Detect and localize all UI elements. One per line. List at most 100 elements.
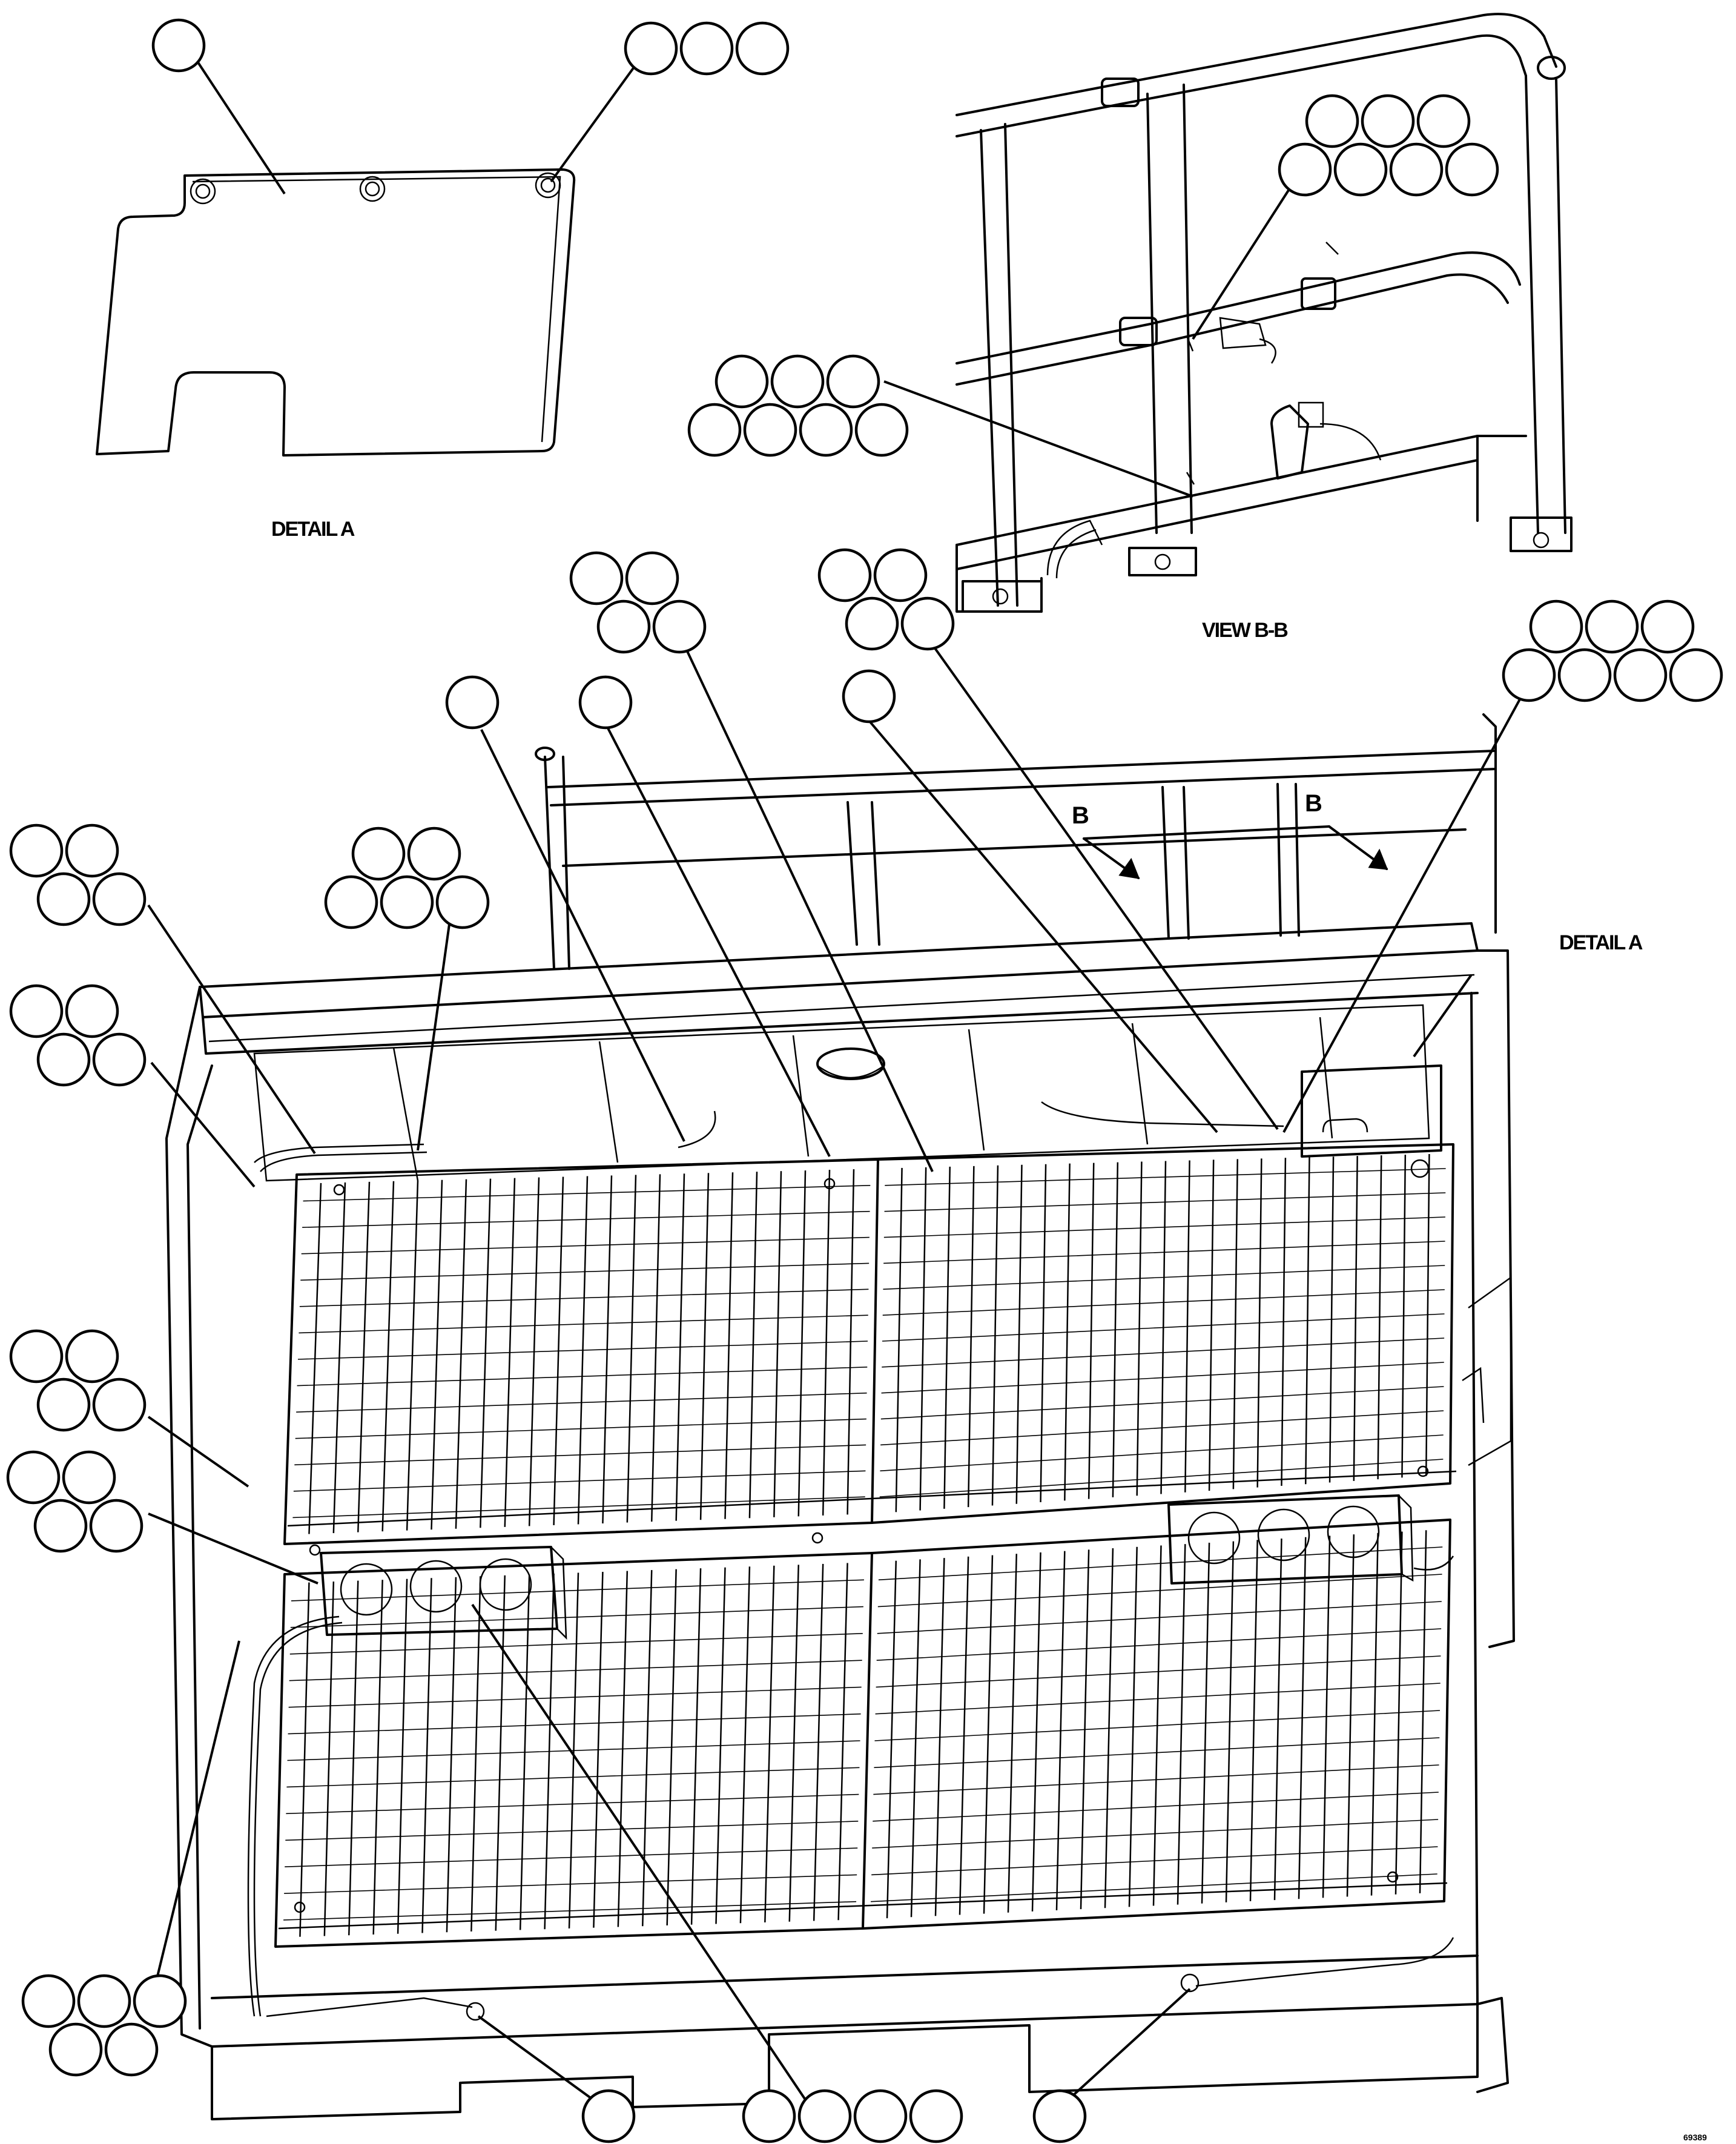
grille-bar — [880, 1386, 1444, 1420]
grille-bar — [880, 1410, 1444, 1446]
callout-balloon-view-bb-left — [799, 403, 853, 457]
grille-bar — [283, 1901, 857, 1921]
grille-bar — [881, 1362, 1444, 1394]
callout-balloon-bottom-2 — [742, 2089, 796, 2143]
callout-balloon-view-bb-left — [770, 354, 825, 409]
callout-balloon-top-b — [900, 596, 955, 651]
callout-balloon-top-a — [596, 599, 651, 654]
grille-bar — [295, 1418, 866, 1439]
callout-balloon-left-3 — [65, 984, 119, 1038]
callout-balloon-top-a — [569, 551, 624, 605]
callout-balloon-view-bb-top — [1305, 94, 1359, 148]
section-arrows — [1083, 825, 1388, 879]
grille-bar — [296, 1392, 867, 1413]
grille-bar — [879, 1459, 1444, 1497]
callout-balloon-view-bb-left — [687, 403, 742, 457]
callout-balloon-top-b — [817, 548, 872, 602]
callout-balloon-bottom-2 — [797, 2089, 852, 2143]
callout-balloon-mid-1 — [445, 675, 500, 730]
grille-bar — [286, 1793, 859, 1815]
callout-balloon-bottom-left — [104, 2022, 159, 2077]
callout-balloon-view-bb-left — [743, 403, 797, 457]
callout-balloon-view-bb-top — [1333, 142, 1388, 197]
callout-balloon-left-1 — [36, 872, 91, 926]
callout-balloon-view-bb-left — [826, 354, 880, 409]
callout-balloon-view-bb-top — [1389, 142, 1444, 197]
callout-balloon-top-right — [1529, 599, 1583, 654]
detail-a-pointer-label: DETAIL A — [1559, 931, 1643, 954]
grille-bar — [874, 1737, 1440, 1769]
callout-balloon-top-right — [1640, 599, 1695, 654]
grille-bar — [301, 1236, 870, 1255]
grille-bar — [302, 1210, 870, 1228]
grille-bar — [871, 1873, 1437, 1902]
callout-balloon-left-5 — [62, 1450, 116, 1505]
callout-balloon-mid-2 — [578, 675, 633, 730]
callout-balloon-left-4 — [36, 1377, 91, 1432]
grille-bar — [300, 1262, 870, 1281]
callout-balloon-view-bb-top — [1445, 142, 1499, 197]
radiator-grilles — [283, 1154, 1446, 1937]
callout-balloon-left-4 — [65, 1329, 119, 1384]
callout-balloon-mid-3 — [842, 669, 896, 724]
grille-bar — [284, 1874, 857, 1894]
callout-balloon-left-5 — [6, 1450, 61, 1505]
section-b-left: B — [1072, 802, 1089, 829]
callout-balloon-bottom-left — [48, 2022, 103, 2077]
grille-bar — [876, 1655, 1441, 1688]
callout-balloon-top-b — [845, 596, 899, 651]
grille-bar — [878, 1546, 1443, 1581]
callout-balloon-top-right — [1669, 648, 1723, 702]
callout-balloon-bottom-1 — [581, 2089, 636, 2143]
callout-balloon-top-right — [1613, 648, 1668, 702]
grille-bar — [883, 1265, 1445, 1290]
callout-balloon-left-1 — [9, 823, 64, 878]
callout-balloon-left-5 — [89, 1499, 144, 1553]
callout-balloon-bottom-3 — [1032, 2089, 1087, 2143]
callout-balloon-top-a — [652, 599, 707, 654]
grille-bar — [882, 1313, 1445, 1342]
grille-bar — [292, 1496, 865, 1519]
callout-balloon-detail-a-left — [151, 18, 206, 73]
grille-bar — [871, 1846, 1438, 1876]
callout-balloon-top-right — [1585, 599, 1639, 654]
grille-bar — [293, 1470, 866, 1492]
callout-balloon-top-right — [1502, 648, 1556, 702]
callout-balloon-left-3 — [36, 1032, 91, 1087]
callout-balloon-detail-a-right — [735, 21, 790, 76]
callout-balloon-bottom-left — [77, 1974, 131, 2028]
drawing-number: 69389 — [1683, 2132, 1707, 2142]
grille-bar — [873, 1764, 1439, 1795]
callout-balloon-top-a — [625, 551, 679, 605]
callout-balloon-bottom-2 — [909, 2089, 963, 2143]
grille-bar — [299, 1314, 868, 1334]
callout-balloon-view-bb-left — [854, 403, 909, 457]
grille-bar — [287, 1740, 860, 1761]
callout-balloon-view-bb-top — [1361, 94, 1415, 148]
grille-bar — [873, 1792, 1439, 1822]
grille-bar — [289, 1660, 862, 1681]
callout-balloon-left-2 — [380, 875, 434, 929]
callout-balloon-view-bb-top — [1278, 142, 1332, 197]
callout-balloon-view-bb-left — [715, 354, 769, 409]
grille-bar — [297, 1341, 868, 1360]
grille-bar — [288, 1686, 862, 1708]
view-bb-caption: VIEW B-B — [1202, 619, 1288, 642]
grille-bar — [872, 1819, 1439, 1849]
callout-balloon-top-right — [1557, 648, 1612, 702]
callout-balloon-bottom-left — [21, 1974, 76, 2028]
leader-lines — [147, 59, 1539, 2114]
grille-bar — [285, 1821, 859, 1841]
callout-balloons — [6, 18, 1723, 2143]
callout-balloon-detail-a-right — [624, 21, 678, 76]
grille-bar — [883, 1241, 1445, 1264]
grille-bar — [288, 1713, 861, 1735]
grille-bar — [883, 1216, 1445, 1238]
callout-balloon-left-2 — [435, 875, 490, 929]
callout-balloon-left-2 — [324, 875, 378, 929]
callout-balloon-left-2 — [351, 826, 406, 881]
grille-bar — [874, 1710, 1441, 1741]
grille-bar — [880, 1434, 1444, 1472]
grille-bar — [286, 1767, 860, 1788]
